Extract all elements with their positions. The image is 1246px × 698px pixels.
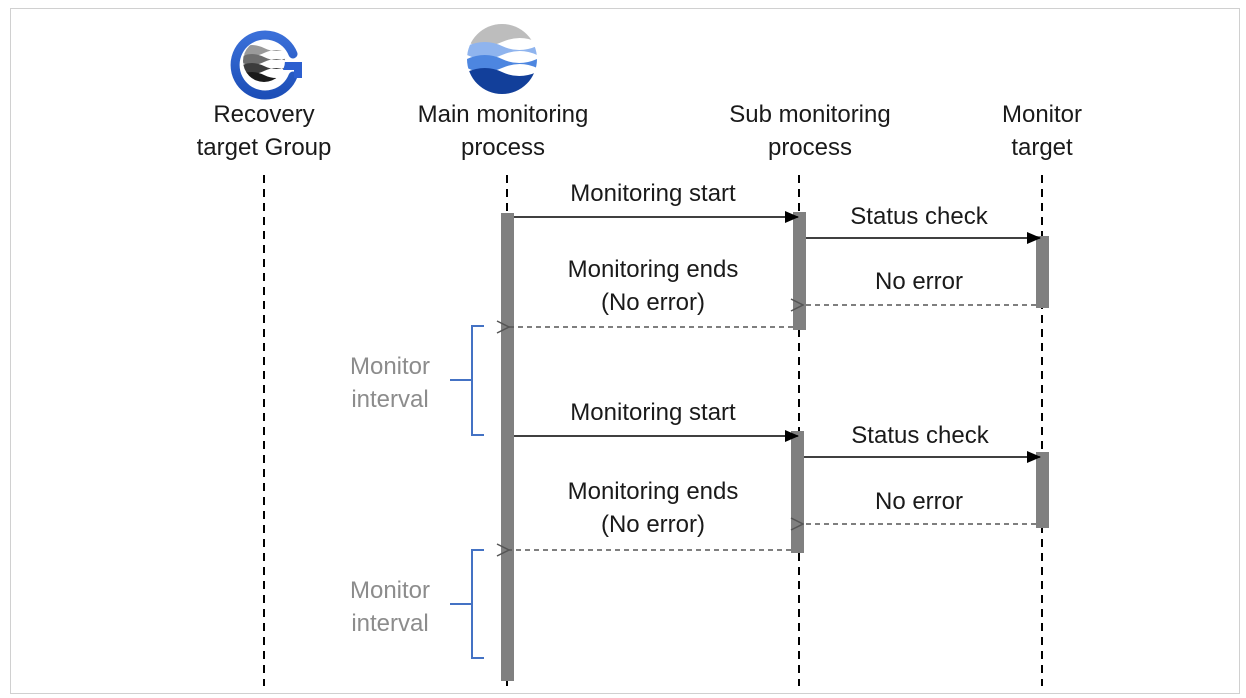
participant-target-line1: Monitor [1002,101,1082,128]
label-status-check-2: Status check [851,422,989,449]
label-interval-1-line1: Monitor [350,353,430,380]
monitor-process-logo-icon [467,24,537,94]
label-monitoring-start-2: Monitoring start [570,399,736,426]
label-monitoring-ends-2-line1: Monitoring ends [568,478,739,505]
label-monitoring-start-1: Monitoring start [570,180,736,207]
label-no-error-2: No error [875,488,963,515]
diagram-frame [10,8,1240,694]
interval-bracket-2 [450,549,484,659]
activation-bar-target-1 [1036,236,1049,308]
activation-bar-sub-2 [791,431,804,553]
label-monitoring-ends-1-line2: (No error) [601,289,705,316]
participant-recovery-line1: Recovery [213,101,314,128]
participant-main-line2: process [461,134,545,161]
activation-bar-sub-1 [793,212,806,330]
label-interval-2-line1: Monitor [350,577,430,604]
activation-bar-target-2 [1036,452,1049,528]
participant-sub-line1: Sub monitoring [729,101,890,128]
label-interval-2-line2: interval [351,610,428,637]
label-no-error-1: No error [875,268,963,295]
label-interval-1-line2: interval [351,386,428,413]
label-status-check-1: Status check [850,203,988,230]
interval-bracket-1 [450,325,484,436]
participant-recovery-line2: target Group [197,134,332,161]
label-monitoring-ends-1-line1: Monitoring ends [568,256,739,283]
participant-target-line2: target [1011,134,1073,161]
participant-main-line1: Main monitoring [418,101,589,128]
participant-sub-line2: process [768,134,852,161]
group-logo-icon [230,30,302,100]
activation-bar-main [501,213,514,681]
label-monitoring-ends-2-line2: (No error) [601,511,705,538]
